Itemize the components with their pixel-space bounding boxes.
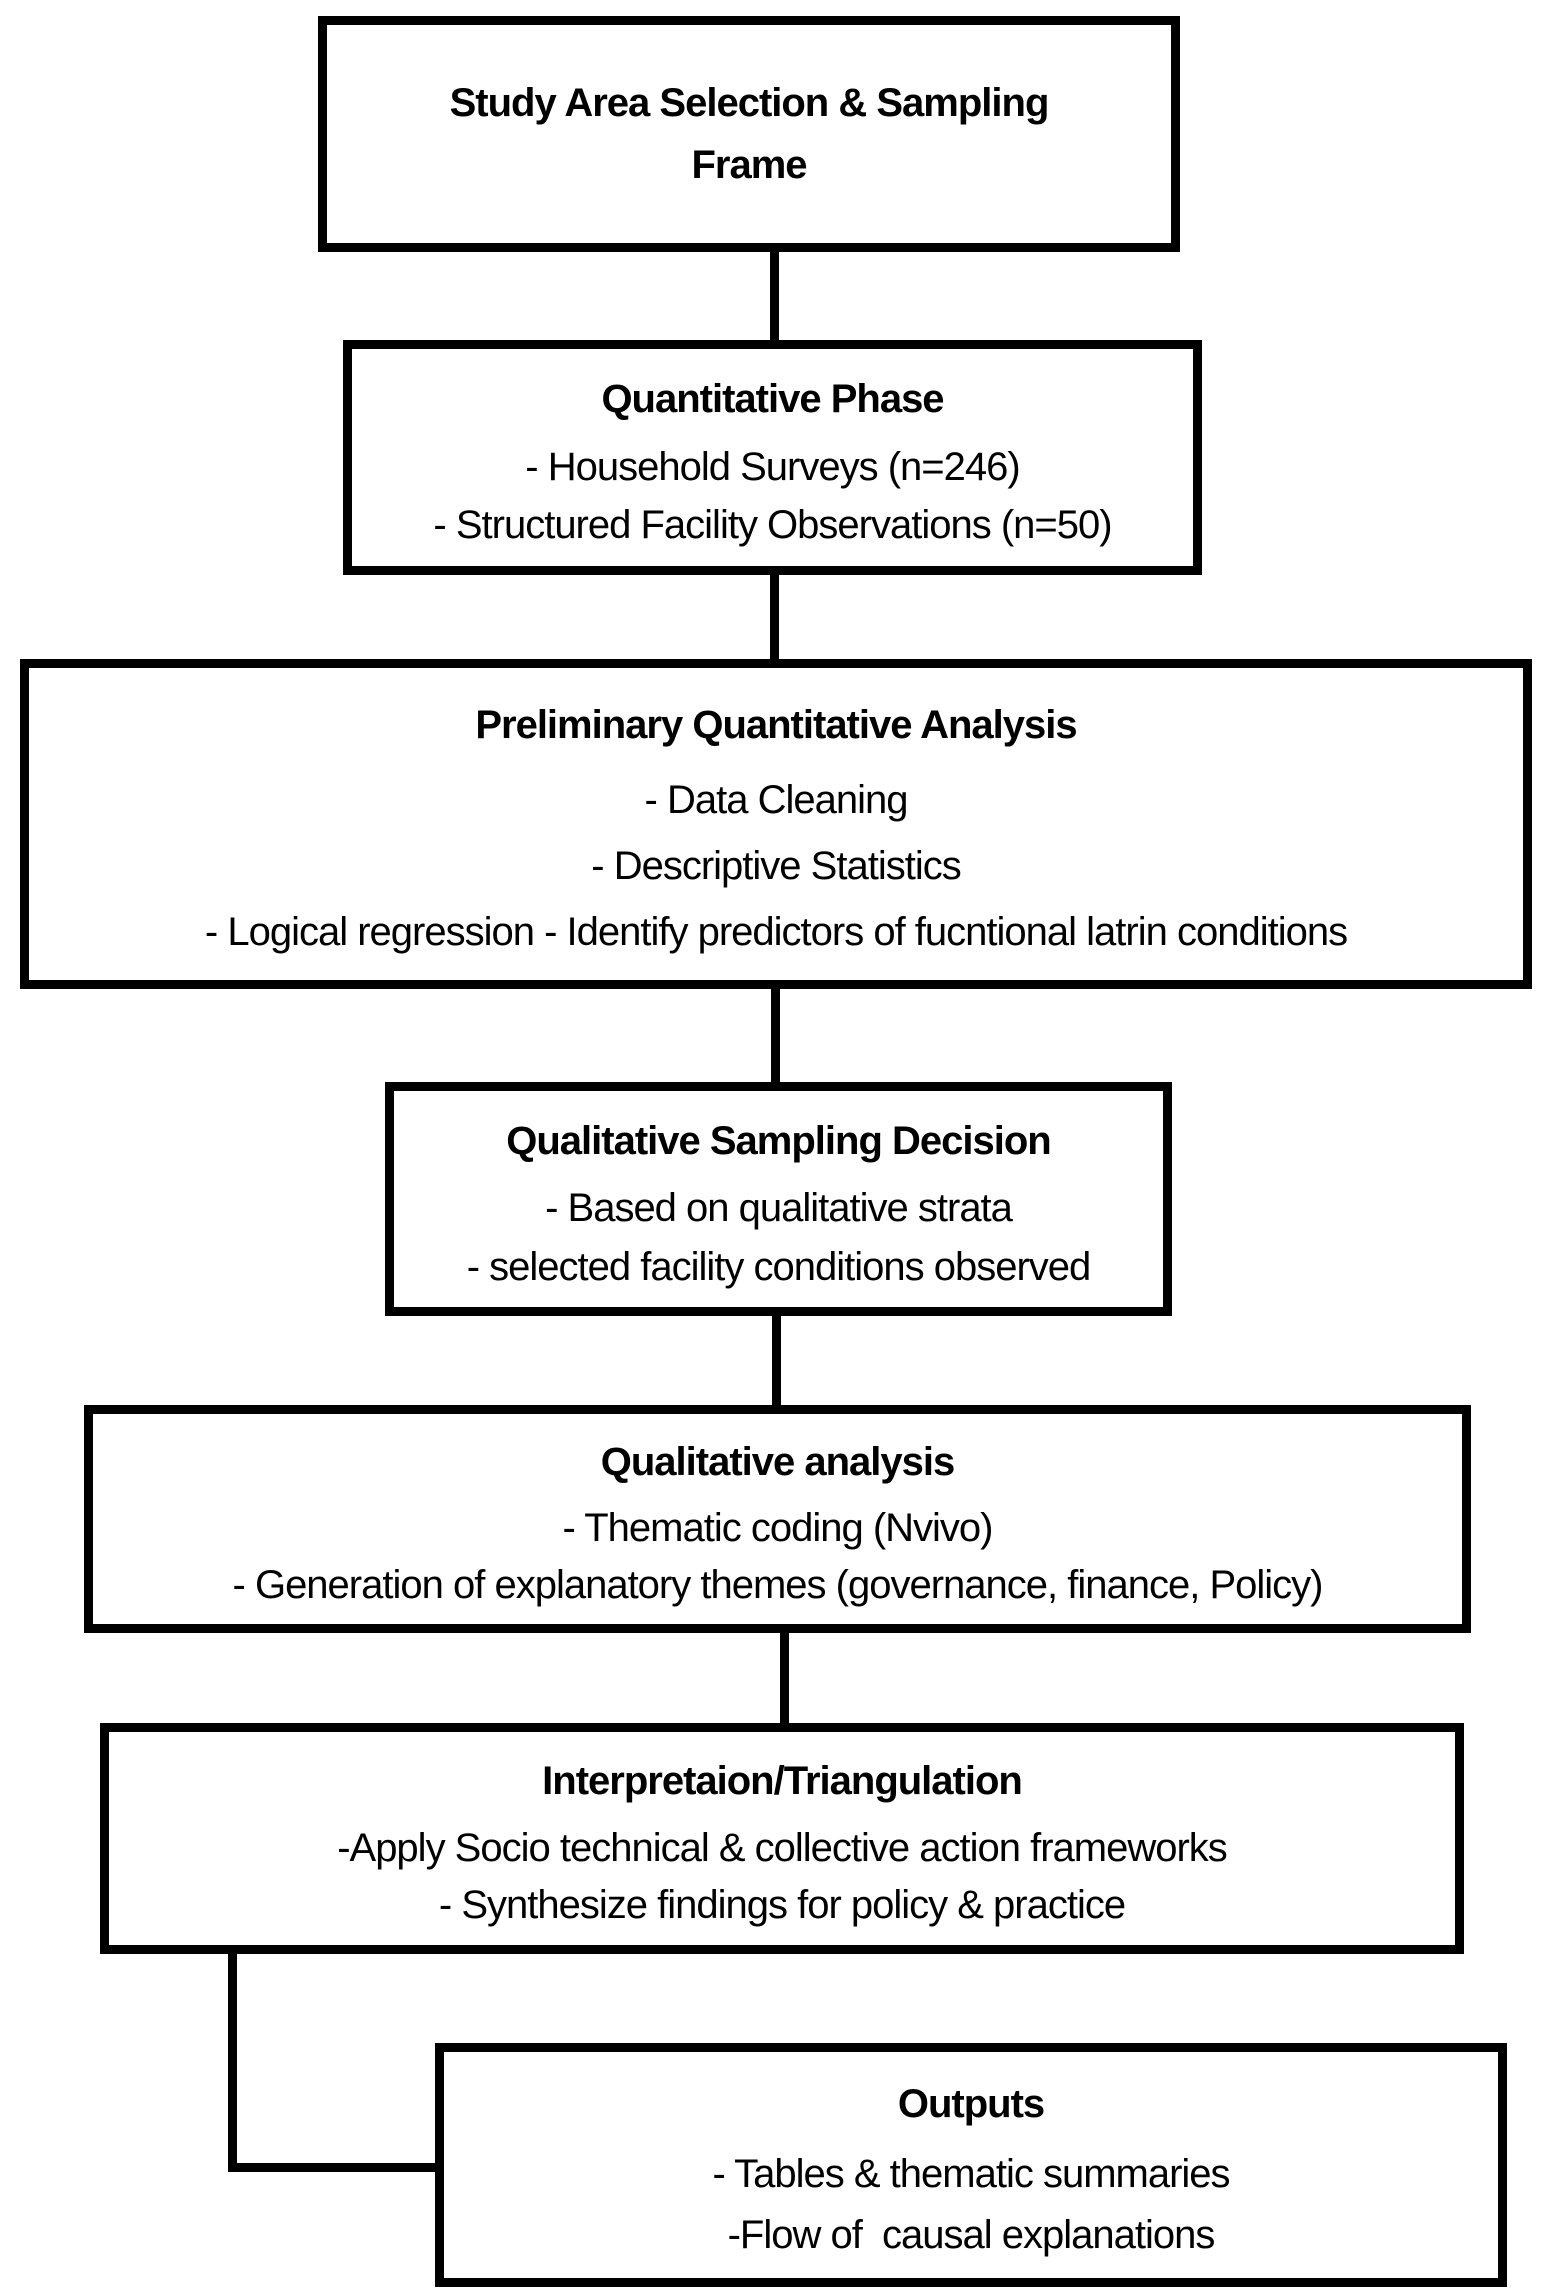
connector-qualitative-analysis-to-interpretation <box>780 1631 789 1725</box>
box-title: Qualitative analysis <box>600 1440 956 1484</box>
box-line: - Tables & thematic summaries <box>712 2152 1230 2196</box>
flow-box-quantitative-phase: Quantitative Phase - Household Surveys (… <box>343 340 1202 575</box>
box-line: - Generation of explanatory themes (gove… <box>232 1563 1324 1607</box>
connector-quantitative-to-preliminary <box>770 573 779 661</box>
box-title: Outputs <box>897 2082 1045 2126</box>
box-title: Preliminary Quantitative Analysis <box>475 703 1077 747</box>
box-line: -Flow of causal explanations <box>727 2213 1216 2257</box>
flow-box-study-area-selection: Study Area Selection & Sampling Frame <box>318 16 1180 252</box>
box-line: - Logical regression - Identify predicto… <box>204 910 1348 954</box>
box-line: - selected facility conditions observed <box>466 1244 1092 1289</box>
box-line: - Household Surveys (n=246) <box>525 444 1020 489</box>
connector-interpretation-to-outputs-vertical <box>228 1952 237 2172</box>
flow-box-qualitative-analysis: Qualitative analysis - Thematic coding (… <box>84 1405 1471 1633</box>
flow-box-qualitative-sampling-decision: Qualitative Sampling Decision - Based on… <box>385 1082 1172 1316</box>
connector-study-to-quantitative <box>770 250 779 342</box>
box-line: - Based on qualitative strata <box>545 1186 1013 1230</box>
box-line: - Data Cleaning <box>644 778 909 822</box>
flow-box-outputs: Outputs - Tables & thematic summaries -F… <box>435 2043 1507 2287</box>
box-title: Qualitative Sampling Decision <box>506 1118 1051 1163</box>
box-title: Quantitative Phase <box>601 376 944 421</box>
box-line: -Apply Socio technical & collective acti… <box>337 1825 1228 1870</box>
box-line: - Synthesize findings for policy & pract… <box>438 1883 1126 1928</box>
flow-box-interpretation-triangulation: Interpretaion/Triangulation -Apply Socio… <box>100 1723 1464 1954</box>
box-line: - Thematic coding (Nvivo) <box>562 1506 994 1550</box>
box-title: Interpretaion/Triangulation <box>542 1758 1023 1803</box>
box-title: Study Area Selection & Sampling Frame <box>449 81 1059 187</box>
box-line: - Structured Facility Observations (n=50… <box>433 503 1112 548</box>
connector-sampling-decision-to-qualitative-analysis <box>772 1314 781 1407</box>
flow-box-preliminary-quantitative-analysis: Preliminary Quantitative Analysis - Data… <box>20 659 1532 989</box>
connector-interpretation-to-outputs-horizontal <box>228 2163 438 2172</box>
connector-preliminary-to-sampling-decision <box>771 987 780 1084</box>
box-line: - Descriptive Statistics <box>591 844 961 888</box>
